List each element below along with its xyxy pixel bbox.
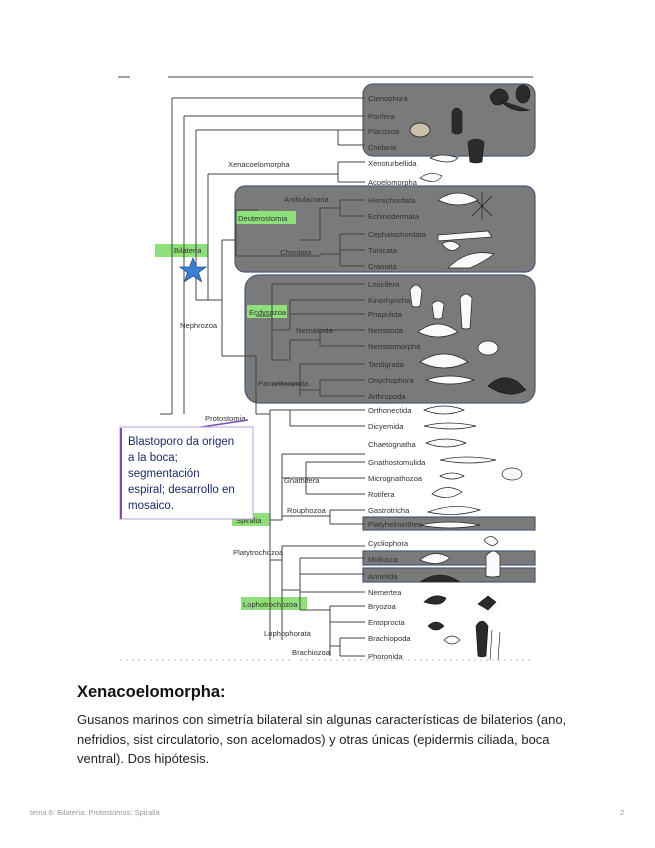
taxon-label: Placozoa xyxy=(368,127,400,136)
taxon-label: Arthropoda xyxy=(368,392,406,401)
taxon-label: Platyhelminthes xyxy=(368,520,422,529)
clade-label: Deuterostomia xyxy=(238,214,288,223)
taxon-label: Tunicata xyxy=(368,246,398,255)
taxon-label: Annelida xyxy=(368,572,398,581)
taxon-label: Micrognathozoa xyxy=(368,474,423,483)
section-heading: Xenacoelomorpha: xyxy=(77,683,226,701)
taxon-label: Nemertea xyxy=(368,588,402,597)
clade-label: Bilateria xyxy=(174,246,202,255)
taxon-label: Onychophora xyxy=(368,376,414,385)
taxon-label: Loricifera xyxy=(368,280,400,289)
clade-label: Spiralia xyxy=(236,516,262,525)
section-body: Gusanos marinos con simetría bilateral s… xyxy=(77,712,567,766)
taxon-label: Cephalochordata xyxy=(368,230,427,239)
clade-label: Ambulacraria xyxy=(284,195,330,204)
taxon-label: Kinorhyncha xyxy=(368,296,411,305)
taxon-label: Phoronida xyxy=(368,652,403,661)
tree-branches xyxy=(120,97,533,661)
taxon-label: Entoprocta xyxy=(368,618,406,627)
lophotrochozoa-highlight xyxy=(241,597,307,610)
taxon-label: Brachiopoda xyxy=(368,634,411,643)
clade-label: Rouphozoa xyxy=(287,506,327,515)
taxon-label: Priapulida xyxy=(368,310,403,319)
clade-label: Nephrozoa xyxy=(180,321,218,330)
deuterostomia-highlight xyxy=(236,211,296,224)
taxon-label: Xenoturbellida xyxy=(368,159,417,168)
taxon-label: Echinodermata xyxy=(368,212,420,221)
deuterostomia-box xyxy=(234,185,536,273)
page-number: 2 xyxy=(620,808,625,817)
clade-label: Lophotrochozoa xyxy=(243,600,298,609)
taxon-label: Orthonectida xyxy=(368,406,412,415)
bilateria-highlight xyxy=(155,244,208,257)
clade-label: Panarthropoda xyxy=(258,379,309,388)
clade-label: Ecdysozoa xyxy=(249,308,287,317)
callout-text: Blastoporo da origen a la boca; segmenta… xyxy=(128,436,238,512)
taxon-label: Bryozoa xyxy=(368,602,397,611)
taxon-label: Rotifera xyxy=(368,490,395,499)
clade-label: Protostomia xyxy=(205,414,246,423)
phylogenetic-tree-figure: Ctenophora Porifera Placozoa Cnidaria Xe… xyxy=(118,76,536,661)
clade-label: Brachiozoa xyxy=(292,648,331,657)
footer-title: tema 6: Bilateria: Protostomos: Spiralia xyxy=(30,808,160,817)
clade-label: Xenacoelomorpha xyxy=(228,160,290,169)
taxon-label: Tardigrada xyxy=(368,360,405,369)
organism-illustrations xyxy=(409,84,531,661)
taxon-label: Acoelomorpha xyxy=(368,178,418,187)
taxon-label: Hemichordata xyxy=(368,196,416,205)
taxon-label: Gastrotricha xyxy=(368,506,410,515)
clade-label: Lophophorata xyxy=(264,629,312,638)
taxon-label: Mollusca xyxy=(368,555,399,564)
clade-label: Platytrochozoa xyxy=(233,548,284,557)
taxon-label: Cycliophora xyxy=(368,539,409,548)
taxon-label: Ctenophora xyxy=(368,94,408,103)
taxon-label: Gnathostomulida xyxy=(368,458,426,467)
taxon-label: Nematomorpha xyxy=(368,342,421,351)
clade-label: Gnathifera xyxy=(284,476,320,485)
clade-label: Chordata xyxy=(280,248,312,257)
taxon-label: Nematoda xyxy=(368,326,404,335)
taxon-label: Craniata xyxy=(368,262,397,271)
taxon-label: Cnidaria xyxy=(368,143,397,152)
callout-box xyxy=(119,426,254,520)
taxon-label: Dicyemida xyxy=(368,422,404,431)
taxon-label: Porifera xyxy=(368,112,395,121)
taxon-label: Chaetognatha xyxy=(368,440,416,449)
star-icon xyxy=(178,256,208,283)
ecdysozoa-highlight xyxy=(247,305,287,318)
clade-label: Nematoida xyxy=(296,326,333,335)
